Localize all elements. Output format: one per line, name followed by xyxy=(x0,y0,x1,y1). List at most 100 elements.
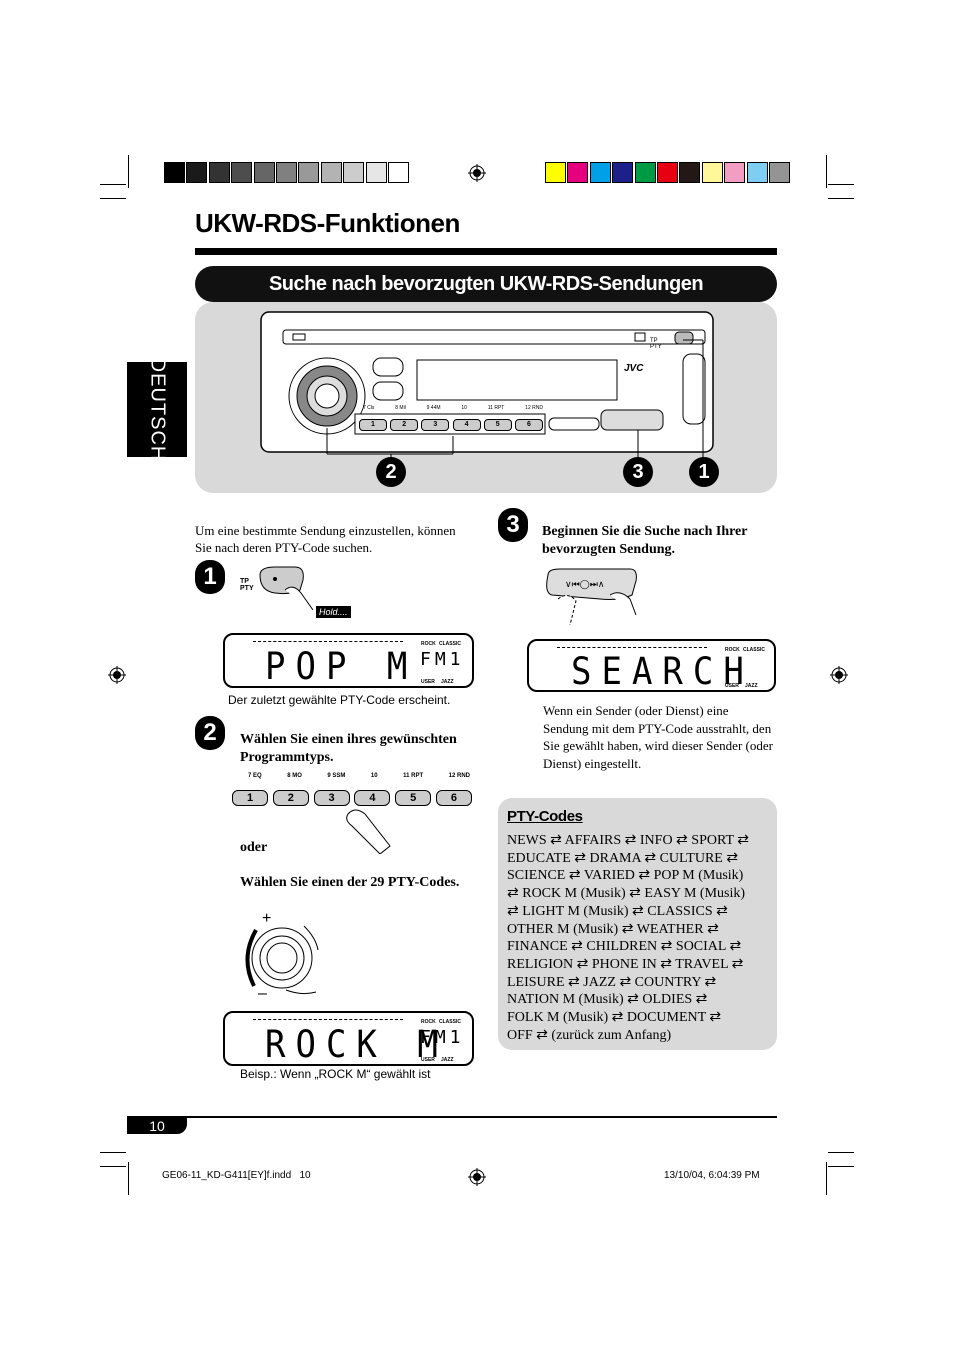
pty-codes-box xyxy=(498,798,777,1050)
device-preset-button[interactable]: 1 xyxy=(359,419,387,431)
gray-swatch xyxy=(164,162,185,183)
preset-button[interactable]: 1 xyxy=(232,790,268,806)
crop-mark xyxy=(826,1162,827,1195)
device-preset-button[interactable]: 3 xyxy=(421,419,450,431)
lcd-level-bar xyxy=(557,647,707,650)
tp-pty-button-press-icon xyxy=(259,566,314,610)
title-rule xyxy=(195,248,777,255)
device-preset-button[interactable]: 5 xyxy=(483,419,512,431)
lcd-tag-rock: ROCK xyxy=(725,647,740,653)
step-2-number: 2 xyxy=(195,716,225,750)
brand-logo: JVC xyxy=(624,363,644,374)
device-preset-button[interactable]: 4 xyxy=(452,419,481,431)
preset-button[interactable]: 2 xyxy=(272,790,309,806)
step-1-caption: Der zuletzt gewählte PTY-Code erscheint. xyxy=(228,693,451,707)
gray-swatch xyxy=(186,162,208,183)
finger-press-icon xyxy=(346,809,391,854)
device-preset-button[interactable]: 2 xyxy=(390,419,419,431)
pty-code-line: RELIGION ⇄ PHONE IN ⇄ TRAVEL ⇄ xyxy=(507,956,744,972)
gray-swatch xyxy=(231,162,253,183)
crop-mark xyxy=(128,1162,129,1195)
crop-mark xyxy=(100,184,126,185)
search-button-press-icon: ∨⏮◯⏭∧ xyxy=(546,568,637,626)
crop-mark xyxy=(128,155,129,188)
color-swatch xyxy=(612,162,634,183)
lcd-tag-classic: CLASSIC xyxy=(439,1019,461,1025)
preset-label: 11 RPT xyxy=(403,773,424,779)
pty-code-line: OTHER M (Musik) ⇄ WEATHER ⇄ xyxy=(507,921,719,937)
step-3-caption: Wenn ein Sender (oder Dienst) eine Sendu… xyxy=(543,703,773,771)
step-2-instruction: Wählen Sie einen ihres gewünschten Progr… xyxy=(240,732,457,765)
lcd-display-rock: ROCK M FM1 ROCK CLASSIC USER JAZZ xyxy=(223,1011,474,1067)
lcd-level-bar xyxy=(253,641,403,644)
preset-button[interactable]: 3 xyxy=(313,790,350,806)
lcd-tag-user: USER xyxy=(421,1057,435,1063)
preset-button[interactable]: 5 xyxy=(395,790,432,806)
device-preset-button[interactable]: 6 xyxy=(514,419,543,431)
footer-file: GE06-11_KD-G411[EY]f.indd 10 xyxy=(162,1170,311,1181)
pty-code-line: NEWS ⇄ AFFAIRS ⇄ INFO ⇄ SPORT ⇄ xyxy=(507,833,749,848)
intro-text: Um eine bestimmte Sendung einzustellen, … xyxy=(195,523,456,555)
pty-codes-list: NEWS ⇄ AFFAIRS ⇄ INFO ⇄ SPORT ⇄ EDUCATE ⇄… xyxy=(507,832,769,1044)
page-number: 10 xyxy=(127,1117,187,1134)
device-preset-label: 12 RND xyxy=(525,405,543,411)
preset-button[interactable]: 4 xyxy=(354,790,391,806)
step-2-instruction-2: Wählen Sie einen der 29 PTY-Codes. xyxy=(240,875,460,890)
step-3-number: 3 xyxy=(498,508,528,542)
gray-swatch xyxy=(276,162,297,183)
lcd-level-bar xyxy=(253,1019,403,1022)
device-preset-label: 7 Cls xyxy=(363,405,375,411)
color-swatch xyxy=(724,162,746,183)
svg-text:∨⏮◯⏭∧: ∨⏮◯⏭∧ xyxy=(565,580,604,590)
crop-mark xyxy=(100,1166,126,1167)
lcd-tag-classic: CLASSIC xyxy=(439,641,461,647)
lcd-band: FM1 xyxy=(420,649,465,670)
pty-code-line: EDUCATE ⇄ DRAMA ⇄ CULTURE ⇄ xyxy=(507,850,739,866)
color-swatch xyxy=(701,162,723,183)
lcd-main-text: ROCK M xyxy=(265,1023,448,1067)
lcd-display-search: SEARCH ROCK CLASSIC USER JAZZ xyxy=(527,639,776,694)
pty-code-line: SCIENCE ⇄ VARIED ⇄ POP M (Musik) xyxy=(507,868,744,884)
color-swatch xyxy=(589,162,611,183)
color-swatch xyxy=(657,162,678,183)
or-label: oder xyxy=(240,840,268,855)
step-3-instruction: Beginnen Sie die Suche nach Ihrer bevorz… xyxy=(542,524,748,557)
lcd-tag-user: USER xyxy=(725,683,739,689)
preset-label: 9 SSM xyxy=(327,773,346,779)
tp-label: TP xyxy=(240,578,249,585)
crop-mark xyxy=(828,1152,854,1153)
gray-swatch xyxy=(343,162,365,183)
footer-rule xyxy=(127,1116,777,1118)
tp-pty-button-label: TP PTY xyxy=(240,578,254,592)
pty-code-line: FOLK M (Musik) ⇄ DOCUMENT ⇄ xyxy=(507,1010,722,1026)
preset-button[interactable]: 6 xyxy=(435,790,472,806)
lcd-display-pop: POP M FM1 ROCK CLASSIC USER JAZZ xyxy=(223,633,474,689)
lcd-tag-jazz: JAZZ xyxy=(441,679,454,685)
language-tab-label: DEUTSCH xyxy=(146,357,169,462)
hold-label: Hold.... xyxy=(316,606,351,618)
gray-swatch xyxy=(365,162,387,183)
crop-mark xyxy=(826,155,827,188)
color-swatch xyxy=(634,162,656,183)
color-swatch xyxy=(679,162,701,183)
footer-date: 13/10/04, 6:04:39 PM xyxy=(664,1170,760,1181)
section-banner: Suche nach bevorzugten UKW-RDS-Sendungen xyxy=(195,266,777,302)
lcd-band: FM1 xyxy=(420,1027,465,1048)
crop-mark xyxy=(100,198,126,199)
control-dial-icon xyxy=(245,925,319,995)
gray-swatch xyxy=(208,162,230,183)
page-title: UKW-RDS-Funktionen xyxy=(195,208,460,238)
device-preset-label: 10 xyxy=(461,405,467,411)
color-swatch xyxy=(769,162,790,183)
pty-code-line: OFF ⇄ (zurück zum Anfang) xyxy=(507,1027,672,1043)
gray-swatch xyxy=(298,162,320,183)
pty-code-line: FINANCE ⇄ CHILDREN ⇄ SOCIAL ⇄ xyxy=(507,939,742,955)
device-preset-label: 9 44M xyxy=(426,405,441,411)
gray-swatch xyxy=(388,162,409,183)
registration-mark-icon xyxy=(468,1168,486,1186)
lcd-tag-jazz: JAZZ xyxy=(745,683,758,689)
color-swatch xyxy=(746,162,768,183)
